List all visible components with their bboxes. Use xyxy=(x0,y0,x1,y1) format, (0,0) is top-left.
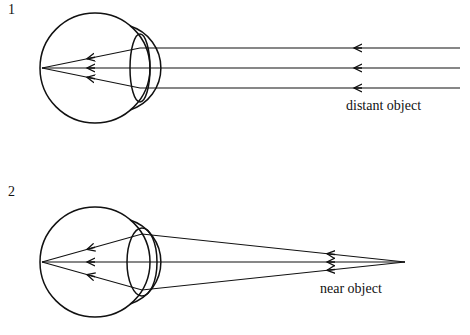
ray-arrow xyxy=(87,247,95,249)
light-ray xyxy=(42,261,405,262)
ray-arrow xyxy=(327,261,335,263)
ray-arrow xyxy=(87,57,95,59)
ray-arrow xyxy=(327,269,335,271)
light-ray xyxy=(42,68,460,88)
ray-arrow xyxy=(354,87,362,89)
ray-arrow xyxy=(87,275,95,277)
ray-arrow xyxy=(87,67,95,69)
light-ray xyxy=(42,67,460,68)
figure-number: 1 xyxy=(8,2,15,18)
ray-arrow xyxy=(87,261,95,263)
object-label: distant object xyxy=(346,98,421,114)
ray-arrow xyxy=(327,253,335,255)
light-ray xyxy=(42,48,460,68)
figure-number: 2 xyxy=(8,184,15,200)
ray-arrow xyxy=(354,47,362,49)
ray-arrow xyxy=(354,67,362,69)
object-label: near object xyxy=(320,281,382,297)
ray-arrow xyxy=(87,77,95,79)
light-ray xyxy=(42,234,405,262)
